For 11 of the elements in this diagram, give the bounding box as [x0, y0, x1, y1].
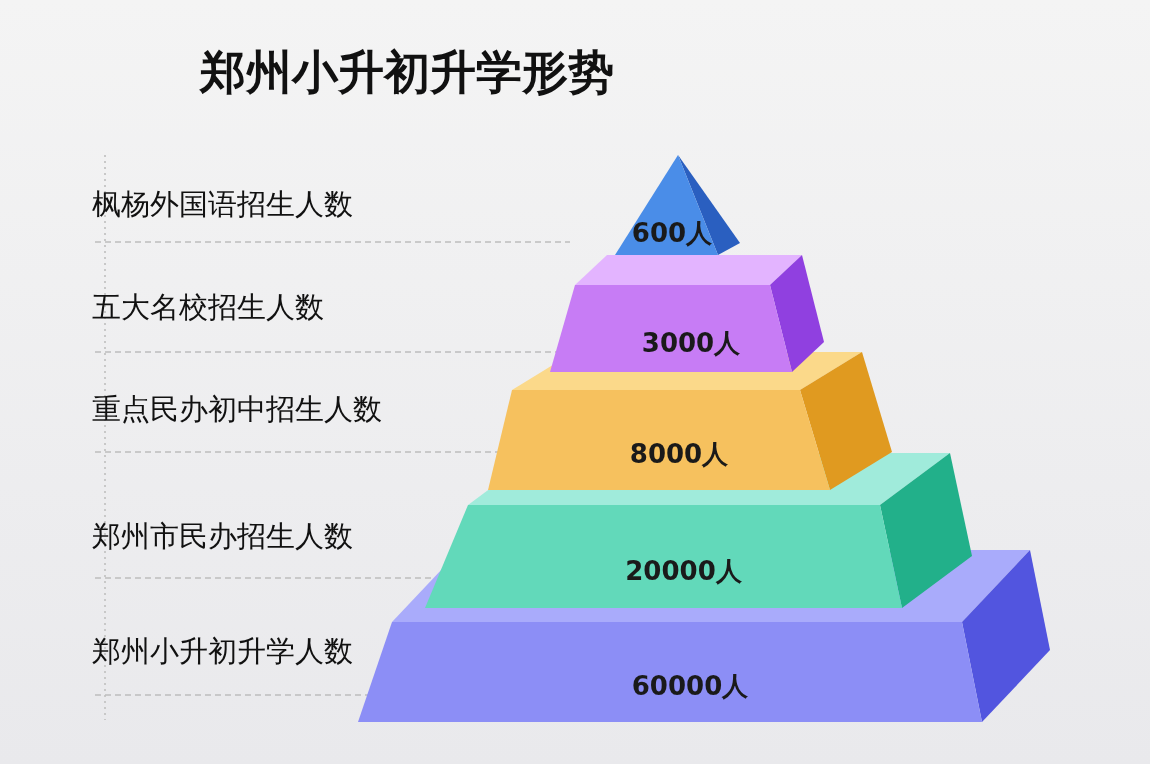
layer-caption: 郑州小升初升学人数	[92, 633, 353, 670]
diagram-title: 郑州小升初升学形势	[200, 44, 614, 101]
count-label: 20000人	[625, 554, 742, 587]
layer-caption: 枫杨外国语招生人数	[92, 186, 353, 223]
layer-caption: 重点民办初中招生人数	[92, 391, 382, 428]
count-label: 60000人	[631, 669, 749, 703]
count-label: 3000人	[641, 326, 741, 359]
count-label: 8000人	[629, 437, 729, 471]
layer-caption: 五大名校招生人数	[92, 289, 324, 326]
layer-caption: 郑州市民办招生人数	[92, 518, 353, 555]
count-label: 600人	[631, 216, 713, 250]
